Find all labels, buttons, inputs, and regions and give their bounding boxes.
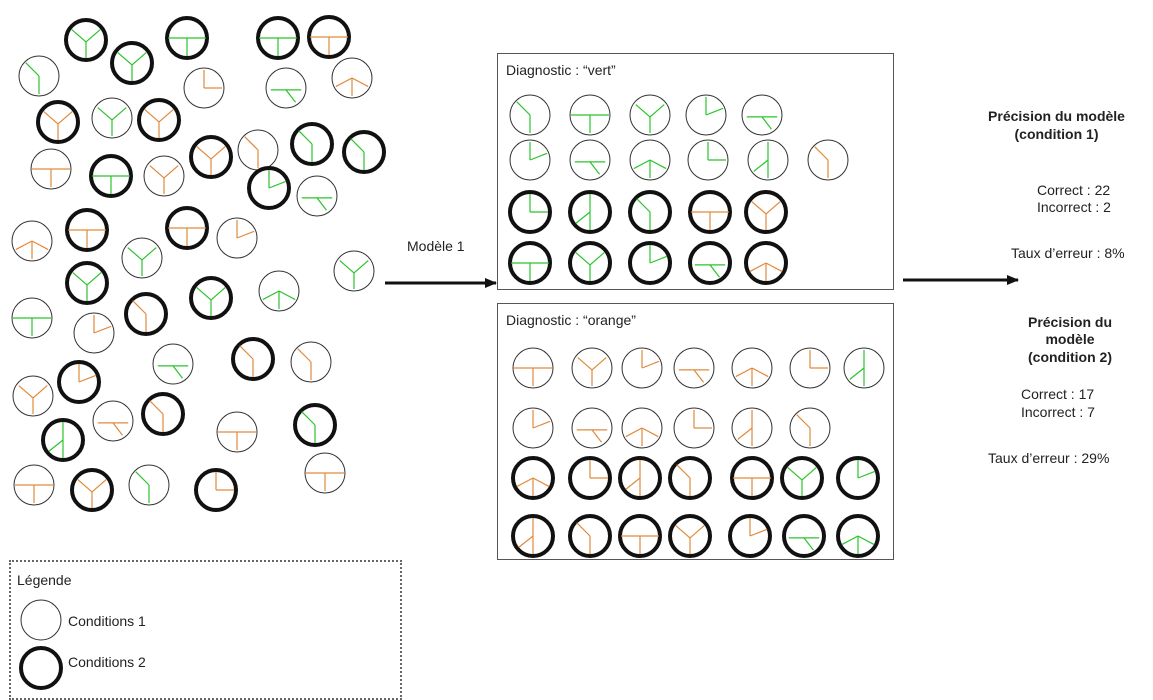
scatter-circle <box>110 41 154 85</box>
model-label: Modèle 1 <box>407 238 465 254</box>
scatter-circle <box>128 464 170 506</box>
scatter-circle <box>189 276 233 320</box>
scatter-circle <box>41 418 85 462</box>
scatter-circle <box>333 250 375 292</box>
scatter-circle <box>137 98 181 142</box>
scatter-circle <box>11 297 53 339</box>
scatter-circle <box>304 452 346 494</box>
legend-thick-circle <box>19 646 63 690</box>
scatter-circle <box>258 270 300 312</box>
scatter-circle <box>124 292 168 336</box>
scatter-circle <box>12 375 54 417</box>
scatter-circle <box>152 343 194 385</box>
precision2-title-line2: modèle <box>1045 331 1095 347</box>
scatter-circle <box>165 16 209 60</box>
scatter-circle <box>141 392 185 436</box>
precision2-title-line1: Précision du <box>1027 314 1113 330</box>
legend-title: Légende <box>17 572 72 588</box>
scatter-circle <box>342 130 386 174</box>
scatter-circle <box>331 57 373 99</box>
scatter-circle <box>11 220 53 262</box>
panel-green-title: Diagnostic : “vert” <box>506 62 616 78</box>
scatter-circle <box>165 206 209 250</box>
legend-cond1-label: Conditions 1 <box>68 613 146 629</box>
legend-box: Légende Conditions 1 Conditions 2 <box>9 560 402 700</box>
scatter-circle <box>216 217 258 259</box>
precision1-incorrect: Incorrect : 2 <box>1037 199 1111 215</box>
precision2-title-line3: (condition 2) <box>1028 349 1112 365</box>
scatter-circle <box>189 135 233 179</box>
panel-diagnosis-green: Diagnostic : “vert” <box>497 53 894 290</box>
scatter-circle <box>307 15 351 59</box>
scatter-circle <box>194 468 238 512</box>
scatter-circle <box>216 411 258 453</box>
precision1-title-line2: (condition 1) <box>1014 126 1099 142</box>
scatter-circle <box>237 129 279 171</box>
precision2-correct: Correct : 17 <box>1021 386 1095 402</box>
precision2-incorrect: Incorrect : 7 <box>1021 404 1095 420</box>
scatter-circle <box>121 237 163 279</box>
scatter-circle <box>293 403 337 447</box>
scatter-circle <box>143 155 185 197</box>
precision1-correct: Correct : 22 <box>1037 182 1111 198</box>
legend-thin-circle <box>20 599 62 641</box>
legend-circles <box>19 599 63 690</box>
scatter-circle <box>13 464 55 506</box>
scatter-circle <box>30 148 72 190</box>
scatter-circle <box>290 341 332 383</box>
scatter-circle <box>73 312 115 354</box>
scatter-circle <box>92 400 134 442</box>
scatter-circle <box>65 261 109 305</box>
precision1-error-rate: Taux d’erreur : 8% <box>1011 245 1125 261</box>
precision1-title-line1: Précision du modèle <box>988 108 1125 124</box>
scatter-circle <box>64 18 108 62</box>
panel-orange-title: Diagnostic : “orange” <box>506 312 636 328</box>
scatter-circle <box>296 175 338 217</box>
scatter-circle <box>70 468 114 512</box>
panel-diagnosis-orange: Diagnostic : “orange” <box>497 303 894 560</box>
scatter-circle <box>57 360 101 404</box>
scatter-circle <box>183 67 225 109</box>
scatter-circle <box>247 166 291 210</box>
scatter-circle <box>256 16 300 60</box>
scatter-circle <box>290 122 334 166</box>
unsorted-circles-cloud <box>11 15 386 512</box>
precision2-error-rate: Taux d’erreur : 29% <box>988 450 1110 466</box>
scatter-circle <box>18 55 60 97</box>
scatter-circle <box>91 97 133 139</box>
scatter-circle <box>231 337 275 381</box>
scatter-circle <box>265 67 307 109</box>
scatter-circle <box>89 154 133 198</box>
scatter-circle <box>36 100 80 144</box>
scatter-circle <box>65 208 109 252</box>
legend-cond2-label: Conditions 2 <box>68 654 146 670</box>
